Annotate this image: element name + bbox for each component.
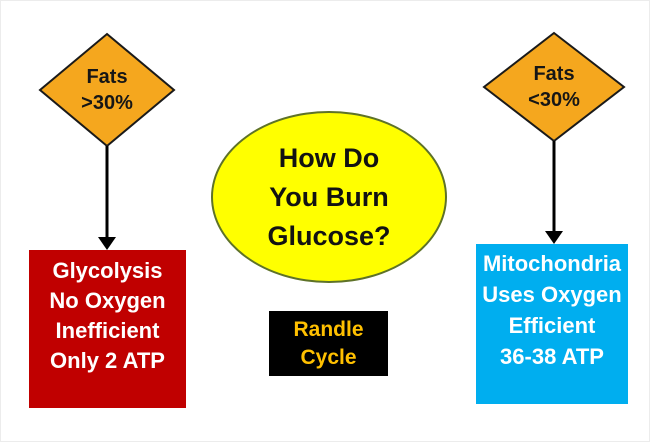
glycolysis-line3: Inefficient <box>55 318 160 343</box>
fats-over-30-label: Fats >30% <box>40 34 174 146</box>
fats-under-30-label: Fats <30% <box>484 33 624 141</box>
burn-glucose-question-ellipse: How Do You Burn Glucose? <box>211 111 447 283</box>
mitochondria-box: Mitochondria Uses Oxygen Efficient 36-38… <box>476 244 628 404</box>
question-line3: Glucose? <box>267 220 391 251</box>
randle-line2: Cycle <box>300 346 357 369</box>
mitochondria-line2: Uses Oxygen <box>482 282 622 307</box>
fats-under-30-line1: Fats <box>533 63 575 85</box>
glycolysis-box: Glycolysis No Oxygen Inefficient Only 2 … <box>29 250 186 408</box>
fats-under-30-line2: <30% <box>528 89 580 111</box>
glycolysis-line4: Only 2 ATP <box>50 348 165 373</box>
randle-cycle-box: Randle Cycle <box>269 311 388 376</box>
glycolysis-line1: Glycolysis <box>52 258 163 283</box>
glycolysis-line2: No Oxygen <box>49 288 166 313</box>
question-line1: How Do <box>278 142 380 173</box>
fats-over-30-line1: Fats <box>86 66 128 88</box>
mitochondria-line1: Mitochondria <box>482 251 622 276</box>
question-line2: You Burn <box>269 181 389 212</box>
arrow-right-head-icon <box>545 231 563 244</box>
arrow-left-head-icon <box>98 237 116 250</box>
mitochondria-line3: Efficient <box>508 313 596 338</box>
randle-line1: Randle <box>293 318 364 341</box>
mitochondria-line4: 36-38 ATP <box>500 344 604 369</box>
fats-over-30-line2: >30% <box>81 92 133 114</box>
